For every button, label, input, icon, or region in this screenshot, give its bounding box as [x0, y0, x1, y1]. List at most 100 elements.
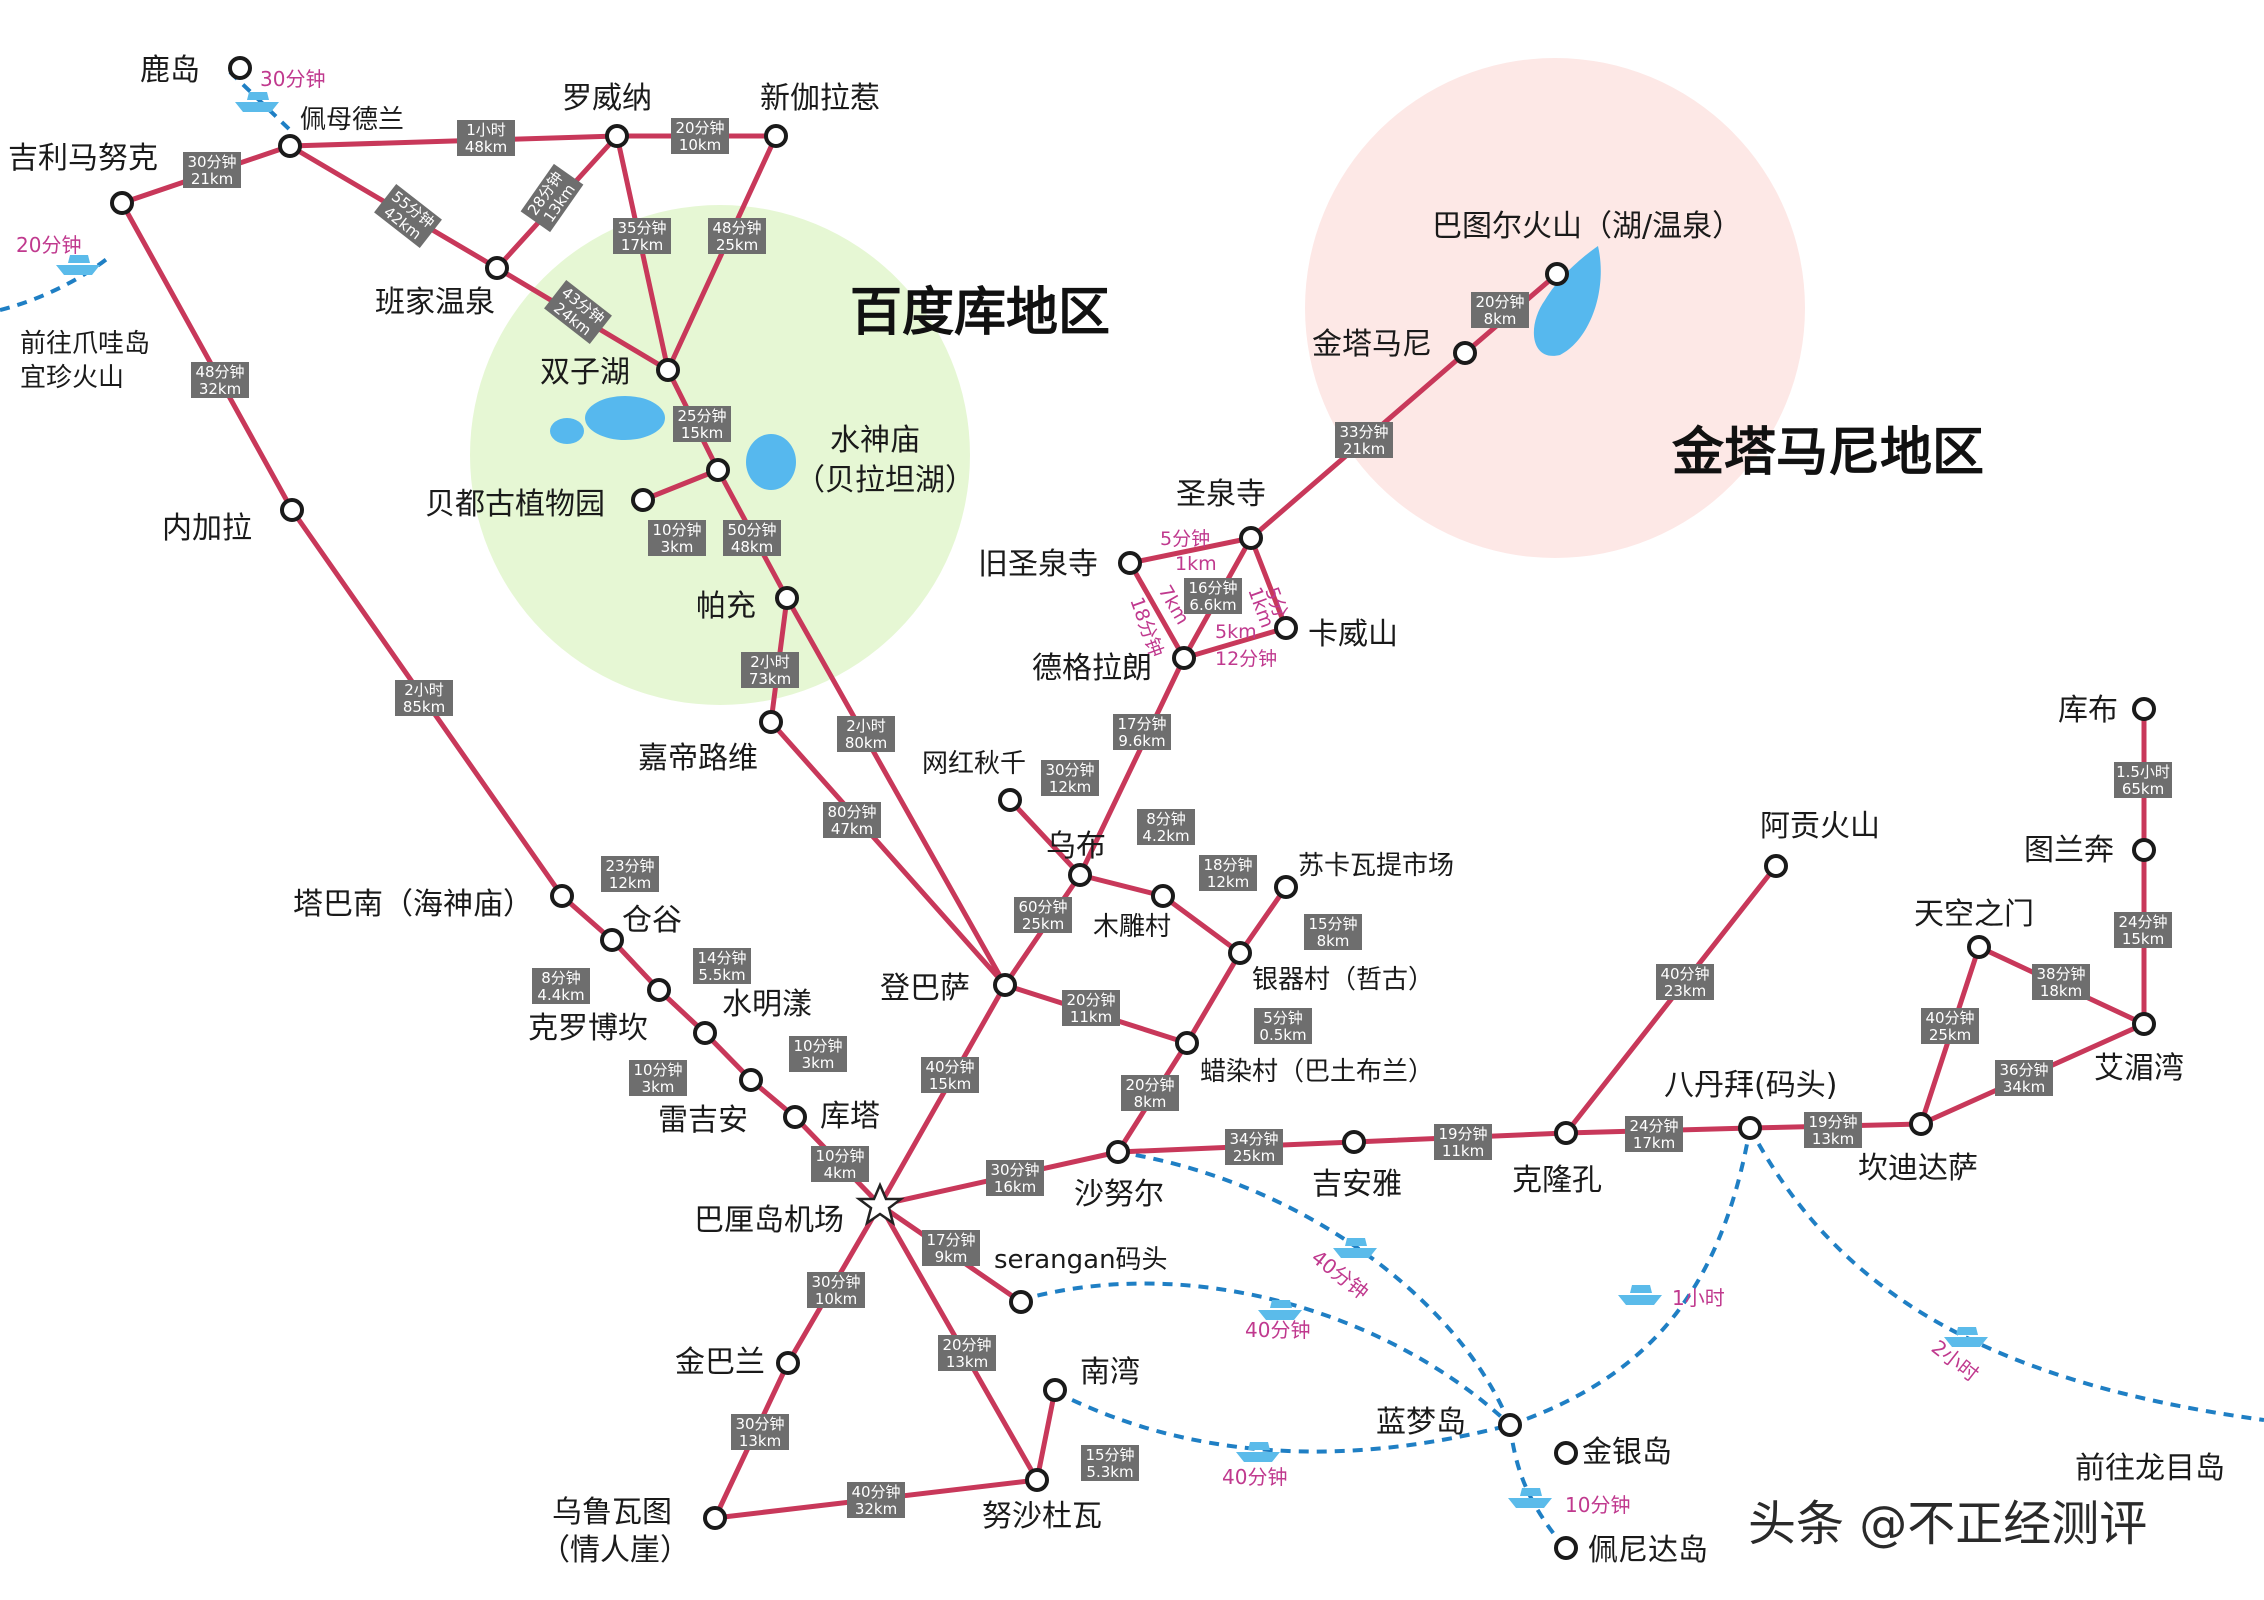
route-time: 2小时: [404, 681, 444, 699]
route-distance: 32km: [199, 380, 241, 398]
ferry-label: 20分钟: [16, 233, 81, 257]
station-gianyar: 吉安雅: [1312, 1167, 1402, 1202]
route-label-box: [191, 362, 249, 398]
station-legian: 雷吉安: [658, 1103, 748, 1138]
route-time: 10分钟: [793, 1037, 842, 1055]
region-kintamani: 金塔马尼地区: [1671, 423, 1984, 483]
station-amed: 艾湄湾: [2094, 1051, 2184, 1086]
station-names: 鹿岛 佩母德兰 罗威纳 新伽拉惹 吉利马努克 班家温泉 前往爪哇岛 宜珍火山 百…: [8, 53, 2225, 1568]
station-dot: [2132, 697, 2156, 721]
route-time: 20分钟: [942, 1336, 991, 1354]
airport-star-icon: [855, 1181, 905, 1226]
route-label-box: [2032, 964, 2090, 1000]
ferry-boat-icon: [235, 92, 279, 112]
route-label-box: [629, 1060, 687, 1096]
route-distance: 25km: [716, 236, 758, 254]
station-dot: [1025, 1468, 1049, 1492]
route-distance: 65km: [2122, 780, 2164, 798]
route-label-box: [811, 1146, 869, 1182]
station-dot: [998, 788, 1022, 812]
route-time: 40分钟: [1925, 1009, 1974, 1027]
station-dot: [1068, 863, 1092, 887]
small-label: 5km: [1215, 621, 1257, 643]
stations: [110, 56, 2156, 1560]
route-label-box: [741, 652, 799, 688]
route-distance: 3km: [802, 1054, 835, 1072]
station-kintamani: 金塔马尼: [1312, 327, 1432, 362]
ferry-boat-icon: [1618, 1285, 1662, 1305]
route-time: 30分钟: [735, 1415, 784, 1433]
route-distance: 80km: [845, 734, 887, 752]
route-distance: 12km: [1207, 873, 1249, 891]
route-time: 23分钟: [605, 857, 654, 875]
route-time: 15分钟: [1308, 915, 1357, 933]
station-penida: 佩尼达岛: [1588, 1533, 1708, 1568]
route-distance: 4.4km: [537, 986, 584, 1004]
station-candidasa: 坎迪达萨: [1858, 1151, 1978, 1186]
station-lovina: 罗威纳: [562, 81, 652, 116]
route-time: 30分钟: [811, 1273, 860, 1291]
station-dot: [1106, 1140, 1130, 1164]
route-distance: 6.6km: [1189, 596, 1236, 614]
ferry-label: 1小时: [1672, 1286, 1725, 1310]
lakes: [550, 246, 1601, 490]
route-time: 15分钟: [1085, 1446, 1134, 1464]
route-distance: 10km: [815, 1290, 857, 1308]
route-label-box: [1081, 1445, 1139, 1481]
station-nusadua: 努沙杜瓦: [982, 1499, 1102, 1534]
station-singaraja: 新伽拉惹: [760, 81, 880, 116]
station-dot: [764, 124, 788, 148]
station-dot: [739, 1068, 763, 1092]
station-dot: [759, 710, 783, 734]
route-distance: 48km: [465, 138, 507, 156]
route-label-box: [823, 802, 881, 838]
station-dot: [703, 1506, 727, 1530]
ferry-boat-icon: [56, 255, 100, 275]
route-label-box: [1304, 914, 1362, 950]
route-label-box: [1113, 714, 1171, 750]
route-time: 2小时: [846, 717, 886, 735]
route-distance: 23km: [1664, 982, 1706, 1000]
station-dot: [1118, 551, 1142, 575]
station-serangan: serangan码头: [994, 1245, 1168, 1275]
route-label-box: [847, 1482, 905, 1518]
route-distance: 13km: [1812, 1130, 1854, 1148]
station-airport: 巴厘岛机场: [694, 1203, 844, 1238]
station-wanghong: 网红秋千: [922, 749, 1026, 779]
route-label-box: [1121, 1075, 1179, 1111]
route-label-box: [1625, 1116, 1683, 1152]
route-time: 10分钟: [815, 1147, 864, 1165]
station-dot: [783, 1105, 807, 1129]
route-label-box: [532, 968, 590, 1004]
route-time: 10分钟: [633, 1061, 682, 1079]
station-dot: [1274, 875, 1298, 899]
ferry-label: 30分钟: [260, 67, 325, 91]
route-distance: 9.6km: [1118, 732, 1165, 750]
route-distance: 5.5km: [698, 966, 745, 984]
route-distance: 5.3km: [1086, 1463, 1133, 1481]
route-distance: 15km: [2122, 930, 2164, 948]
station-dot: [2132, 838, 2156, 862]
route-distance: 15km: [681, 424, 723, 442]
station-padangbai: 八丹拜(码头): [1664, 1068, 1837, 1103]
route-time: 33分钟: [1339, 423, 1388, 441]
route-label-box: [183, 152, 241, 188]
station-dot: [1554, 1441, 1578, 1465]
station-kerobokan: 克罗博坎: [528, 1011, 648, 1046]
station-tulamben: 图兰奔: [2024, 833, 2114, 868]
